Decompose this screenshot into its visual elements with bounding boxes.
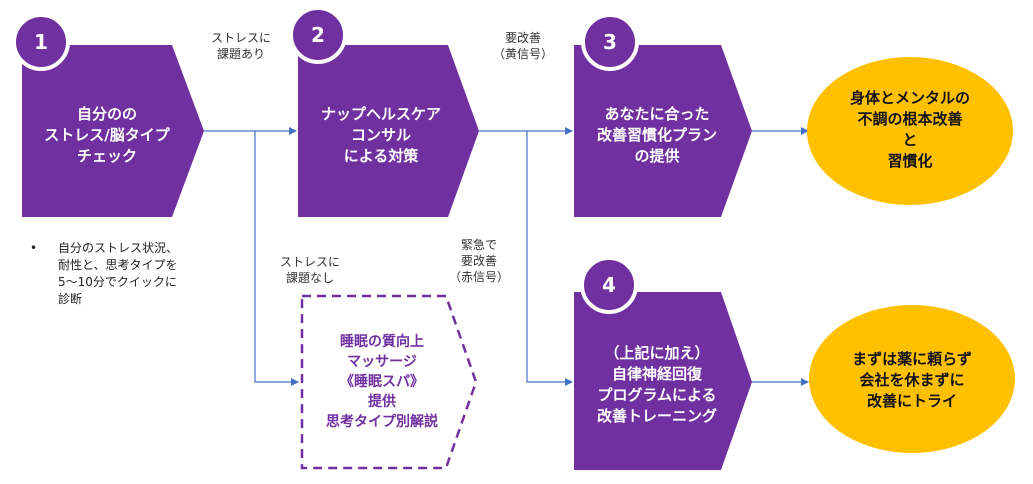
step-4-line: 自律神経回復 xyxy=(611,365,702,383)
step-4-line: （上記に加え） xyxy=(604,344,710,362)
label-line: ストレスに xyxy=(279,255,340,269)
goal-1-line: 身体とメンタルの xyxy=(849,89,970,107)
step-2-shape xyxy=(298,45,479,217)
label-line: 課題あり xyxy=(216,47,265,61)
step-4-shape xyxy=(574,292,752,470)
step-1-line: ストレス/脳タイプ xyxy=(44,125,170,144)
step-1-line: チェック xyxy=(76,146,137,165)
step-4-badge: 4 xyxy=(580,256,638,314)
step-2-line: ナップヘルスケア xyxy=(320,104,441,123)
arrow-2-to-4 xyxy=(526,131,573,386)
label-line: 要改善 xyxy=(460,254,497,268)
goal-2-line: 改善にトライ xyxy=(866,391,957,410)
alt-box-shape xyxy=(300,294,478,470)
alt-box-line: 睡眠の質向上 xyxy=(340,334,424,350)
label-line: 課題なし xyxy=(285,271,334,285)
step-3-text: あなたに合った 改善習慣化プラン の提供 xyxy=(574,85,740,185)
arrow-1-to-alt xyxy=(254,131,299,386)
bullet-line: 耐性と、思考タイプを xyxy=(58,258,178,272)
step-3-shape xyxy=(574,45,752,217)
step-1-badge: 1 xyxy=(12,13,70,71)
label-red-signal: 緊急で 要改善 （赤信号） xyxy=(440,237,518,285)
bullet-marker: • xyxy=(30,241,38,255)
alt-box-line: マッサージ xyxy=(347,354,417,370)
goal-2-ellipse xyxy=(809,305,1015,453)
bullet-line: 自分のストレス状況、 xyxy=(58,241,179,255)
alt-box-text: 睡眠の質向上 マッサージ 《睡眠スパ》 提供 思考タイプ別解説 xyxy=(302,322,462,442)
goal-1-line: と xyxy=(902,131,918,149)
label-stress-no: ストレスに 課題なし xyxy=(276,254,344,286)
step-1-line: 自分のの xyxy=(76,104,137,123)
goal-1-line: 習慣化 xyxy=(887,152,933,170)
goal-1-line: 不調の根本改善 xyxy=(857,110,963,128)
step-4-text: （上記に加え） 自律神経回復 プログラムによる 改善トレーニング xyxy=(574,320,740,450)
goal-2-line: 会社を休まずに xyxy=(859,370,965,389)
label-stress-yes: ストレスに 課題あり xyxy=(207,30,275,62)
goal-2-line: まずは薬に頼らず xyxy=(852,349,972,368)
goal-2-text: まずは薬に頼らず 会社を休まずに 改善にトライ xyxy=(817,338,1007,422)
label-line: （黄信号） xyxy=(492,47,553,61)
alt-box-line: 《睡眠スパ》 xyxy=(340,374,424,390)
label-line: ストレスに xyxy=(210,31,271,45)
label-line: 要改善 xyxy=(504,31,541,45)
step-3-line: あなたに合った xyxy=(604,104,710,123)
step-3-badge: 3 xyxy=(581,13,639,71)
step-4-line: 改善トレーニング xyxy=(596,407,717,425)
alt-box-line: 思考タイプ別解説 xyxy=(326,414,438,430)
step-4-line: プログラムによる xyxy=(597,386,717,404)
step-3-line: の提供 xyxy=(634,146,680,165)
goal-1-ellipse xyxy=(807,57,1013,205)
alt-box-line: 提供 xyxy=(368,394,396,410)
step-2-line: コンサル xyxy=(350,125,411,144)
step-2-text: ナップヘルスケア コンサル による対策 xyxy=(298,85,464,185)
step-2-line: による対策 xyxy=(343,146,419,165)
label-line: （赤信号） xyxy=(448,270,509,284)
label-line: 緊急で xyxy=(460,238,497,252)
label-yellow-signal: 要改善 （黄信号） xyxy=(484,30,562,62)
step-1-text: 自分のの ストレス/脳タイプ チェック xyxy=(22,85,192,185)
bullet-line: 5〜10分でクイックに xyxy=(58,275,177,289)
step-2-badge: 2 xyxy=(289,6,347,64)
bullet-line: 診断 xyxy=(58,292,83,306)
step-3-line: 改善習慣化プラン xyxy=(596,125,717,144)
step-1-shape xyxy=(22,45,204,217)
goal-1-text: 身体とメンタルの 不調の根本改善 と 習慣化 xyxy=(815,80,1005,180)
